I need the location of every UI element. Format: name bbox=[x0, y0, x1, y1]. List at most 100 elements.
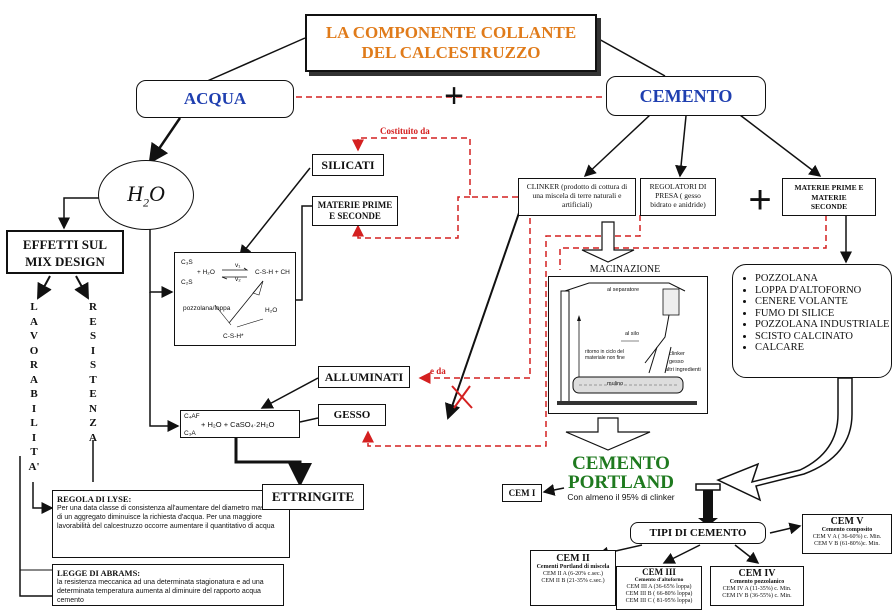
addition-item: LOPPA D'ALTOFORNO bbox=[755, 285, 891, 297]
mps-right-line2: MATERIE bbox=[811, 192, 847, 202]
cem3-l2: CEM III B ( 66-80% loppa) bbox=[625, 590, 693, 597]
lavorabilita-letter: A bbox=[30, 373, 38, 386]
r1-h2o: + H₂O bbox=[197, 269, 215, 276]
addition-item: POZZOLANA bbox=[755, 273, 891, 285]
resistenza-letter: S bbox=[89, 330, 97, 342]
abrams-box: LEGGE DI ABRAMS: la resistenza meccanica… bbox=[52, 564, 284, 606]
addition-item: SCISTO CALCINATO bbox=[755, 331, 891, 343]
alluminati-box: ALLUMINATI bbox=[318, 366, 410, 388]
plus-sign-right: + bbox=[748, 178, 772, 222]
h2o-h: H bbox=[127, 181, 143, 206]
materie-prime-seconde-right: MATERIE PRIME E MATERIE SECONDE bbox=[782, 178, 876, 216]
mill-drawing bbox=[557, 282, 697, 405]
mill-mulino: mulino bbox=[607, 381, 624, 387]
mps-right-line1: MATERIE PRIME E bbox=[794, 183, 864, 192]
title-line2: DEL CALCESTRUZZO bbox=[361, 43, 541, 62]
resistenza-letter: R bbox=[89, 301, 97, 313]
tipi-box: TIPI DI CEMENTO bbox=[630, 522, 766, 544]
costituito-da-label: Costituito da bbox=[380, 126, 430, 136]
cem5-title: CEM V bbox=[830, 516, 864, 527]
lavorabilita-letter: A bbox=[30, 315, 38, 328]
resistenza-letter: E bbox=[89, 315, 97, 328]
lavorabilita-letter: L bbox=[30, 417, 38, 429]
lyse-box: REGOLA DI LYSE: Per una data classe di c… bbox=[52, 490, 290, 558]
lavorabilita-letter: R bbox=[30, 359, 38, 371]
r1-csh: C-S-H* bbox=[223, 333, 244, 340]
lavorabilita-letter: B bbox=[30, 388, 38, 400]
additions-list: POZZOLANALOPPA D'ALTOFORNOCENERE VOLANTE… bbox=[733, 273, 891, 354]
cem3-box: CEM III Cemento d'altoforno CEM III A (3… bbox=[616, 566, 702, 610]
resistenza-letter: E bbox=[89, 388, 97, 400]
clinker-box: CLINKER (prodotto di cottura di una misc… bbox=[518, 178, 636, 216]
title-box: LA COMPONENTE COLLANTE DEL CALCESTRUZZO bbox=[305, 14, 597, 72]
effetti-line2: MIX DESIGN bbox=[25, 254, 105, 269]
lavorabilita-letter: L bbox=[30, 301, 38, 313]
cem4-title: CEM IV bbox=[738, 568, 776, 579]
abrams-text: la resistenza meccanica ad una determina… bbox=[57, 579, 264, 604]
gesso-box: GESSO bbox=[318, 404, 386, 426]
cem4-l2: CEM IV B (36-55%) c. Min. bbox=[722, 593, 792, 599]
cem2-sub: Cementi Portland di miscela bbox=[536, 564, 610, 570]
lavorabilita-letter: T bbox=[30, 446, 38, 458]
resistenza-letter: Z bbox=[89, 417, 97, 429]
abrams-title: LEGGE DI ABRAMS: bbox=[57, 568, 141, 578]
cem5-l1: CEM V A ( 36-60%) c. Min. bbox=[812, 534, 882, 540]
lyse-title: REGOLA DI LYSE: bbox=[57, 494, 132, 504]
cem5-l2: CEM V B (61-80%)c. Min. bbox=[814, 541, 880, 547]
cem2-title: CEM II bbox=[556, 553, 590, 564]
effetti-line1: EFFETTI SUL bbox=[22, 237, 108, 252]
r2-middle: + H₂O + CaSO₄·2H₂O bbox=[201, 420, 275, 429]
cem3-l3: CEM III C ( 81-95% loppa) bbox=[625, 597, 693, 604]
addition-item: CENERE VOLANTE bbox=[755, 296, 891, 308]
cem5-sub: Cemento composito bbox=[821, 527, 873, 533]
cemento-box: CEMENTO bbox=[606, 76, 766, 116]
ettringite-box: ETTRINGITE bbox=[262, 484, 364, 510]
r1-v1: v₁ bbox=[235, 262, 241, 269]
portland-line2: PORTLAND bbox=[568, 472, 674, 493]
r1-h2o-b: H₂O bbox=[265, 307, 278, 314]
h2o-circle: H2O bbox=[98, 160, 194, 230]
acqua-box: ACQUA bbox=[136, 80, 294, 118]
r1-pozz: pozzolana/loppa bbox=[183, 305, 231, 312]
resistenza-letter: I bbox=[90, 344, 96, 357]
macinazione-label: MACINAZIONE bbox=[589, 264, 661, 275]
r2-c3a: C₃A bbox=[184, 430, 196, 437]
effetti-box: EFFETTI SUL MIX DESIGN bbox=[6, 230, 124, 274]
reaction-alluminati-box: C₄AF + H₂O + CaSO₄·2H₂O C₃A bbox=[180, 410, 300, 438]
lavorabilita-letter: I bbox=[31, 431, 37, 444]
silicati-box: SILICATI bbox=[312, 154, 384, 176]
resistenza-letter: S bbox=[89, 359, 97, 371]
resistenza-letter: T bbox=[89, 373, 97, 386]
cem3-sub: Cemento d'altoforno bbox=[634, 577, 684, 583]
lavorabilita-letter: A' bbox=[28, 460, 40, 473]
r1-arrows bbox=[215, 280, 264, 328]
materie-prime-seconde-left: MATERIE PRIME E SECONDE bbox=[312, 196, 398, 226]
portland-sub: Con almeno il 95% di clinker bbox=[567, 492, 675, 502]
cemento-portland: CEMENTO PORTLAND Con almeno il 95% di cl… bbox=[546, 454, 696, 502]
r1-v2: v₂ bbox=[235, 276, 241, 283]
cemento-label: CEMENTO bbox=[639, 86, 733, 106]
cem2-l1: CEM II A (6-20% c.sec.) bbox=[543, 571, 603, 577]
mill-silo: al silo bbox=[625, 331, 640, 337]
cem4-l1: CEM IV A (11-35%) c. Min. bbox=[722, 586, 792, 592]
plus-sign-top: + bbox=[444, 77, 464, 115]
mps-left-line1: MATERIE PRIME bbox=[317, 200, 393, 210]
r1-c2s: C₂S bbox=[181, 279, 193, 286]
portland-line1: CEMENTO bbox=[572, 453, 670, 474]
r1-c3s: C₃S bbox=[181, 259, 193, 266]
e-da-label: e da bbox=[430, 366, 446, 376]
r2-c4af: C₄AF bbox=[184, 413, 200, 420]
r1-product: C-S-H + CH bbox=[255, 269, 290, 276]
lavorabilita-letter: I bbox=[31, 402, 37, 415]
additions-box: POZZOLANALOPPA D'ALTOFORNOCENERE VOLANTE… bbox=[732, 264, 892, 378]
mps-right-line3: SECONDE bbox=[810, 202, 848, 211]
regolatori-box: REGOLATORI DI PRESA ( gesso bidrato e an… bbox=[640, 178, 716, 216]
cem3-l1: CEM III A (36-65% loppa) bbox=[626, 583, 692, 590]
resistenza-letter: N bbox=[89, 402, 97, 415]
cem3-title: CEM III bbox=[642, 567, 676, 577]
cem1-box: CEM I bbox=[502, 484, 542, 502]
lavorabilita-letter: V bbox=[30, 330, 38, 342]
title-line1: LA COMPONENTE COLLANTE bbox=[325, 23, 577, 42]
